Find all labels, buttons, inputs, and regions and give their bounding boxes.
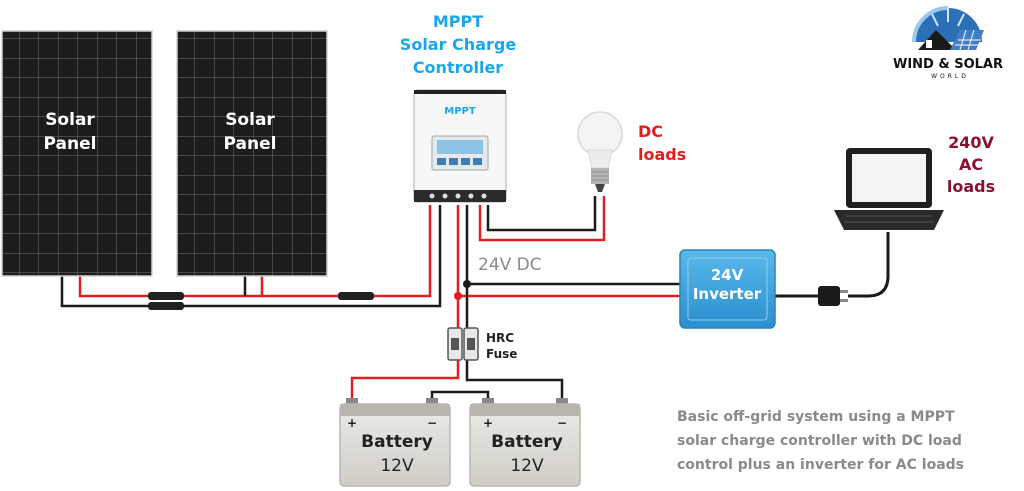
battery-2-minus: − bbox=[557, 416, 567, 430]
fuse-line1: HRC bbox=[486, 331, 514, 345]
solar-panel-1-label-line2: Panel bbox=[44, 134, 97, 154]
caption-line2: solar charge controller with DC load bbox=[677, 433, 962, 449]
battery-1-voltage: 12V bbox=[380, 456, 414, 476]
solar-panel-1-label-line1: Solar bbox=[45, 110, 95, 130]
battery-2: + − Battery 12V bbox=[469, 398, 581, 487]
ac-loads-line2: AC bbox=[959, 155, 983, 174]
laptop-icon bbox=[834, 148, 944, 230]
battery-1-plus: + bbox=[347, 416, 357, 430]
caption-line1: Basic off-grid system using a MPPT bbox=[677, 409, 955, 425]
plug-icon bbox=[818, 286, 848, 306]
logo-line2: WORLD bbox=[931, 73, 969, 80]
caption-line3: control plus an inverter for AC loads bbox=[677, 457, 964, 473]
mppt-title-line1: MPPT bbox=[433, 12, 483, 31]
logo-line1: WIND & SOLAR bbox=[893, 57, 1003, 72]
inverter: 24V Inverter bbox=[679, 249, 776, 329]
controller-screen bbox=[437, 140, 483, 154]
battery-2-label: Battery bbox=[491, 432, 563, 452]
solar-panel-1: Solar Panel bbox=[1, 30, 153, 277]
mc4-connectors bbox=[148, 292, 374, 310]
fuse-line2: Fuse bbox=[486, 347, 517, 361]
caption: Basic off-grid system using a MPPT solar… bbox=[677, 409, 964, 473]
battery-1-label: Battery bbox=[361, 432, 433, 452]
battery-1-minus: − bbox=[427, 416, 437, 430]
solar-panel-2: Solar Panel bbox=[176, 30, 328, 277]
sun-house-logo-icon bbox=[912, 6, 984, 51]
mppt-title: MPPT Solar Charge Controller bbox=[400, 12, 517, 77]
controller-device-label: MPPT bbox=[444, 106, 476, 117]
battery-2-voltage: 12V bbox=[510, 456, 544, 476]
solar-panel-2-label-line1: Solar bbox=[225, 110, 275, 130]
ac-loads-line1: 240V bbox=[948, 133, 994, 152]
solar-panel-2-label-line2: Panel bbox=[224, 134, 277, 154]
dc-loads-line1: DC bbox=[638, 122, 663, 141]
ac-loads-line3: loads bbox=[947, 177, 995, 196]
mppt-title-line3: Controller bbox=[413, 58, 503, 77]
battery-2-plus: + bbox=[483, 416, 493, 430]
inverter-line2: Inverter bbox=[693, 285, 762, 303]
logo: WIND & SOLAR WORLD bbox=[893, 6, 1003, 80]
wiring bbox=[60, 196, 890, 404]
dc-loads-line2: loads bbox=[638, 145, 686, 164]
mppt-controller: MPPT bbox=[413, 89, 507, 203]
battery-1: + − Battery 12V bbox=[339, 398, 451, 487]
bulb-icon bbox=[577, 111, 623, 192]
mppt-title-line2: Solar Charge bbox=[400, 35, 517, 54]
inverter-line1: 24V bbox=[711, 266, 744, 284]
hrc-fuse bbox=[447, 327, 479, 361]
dc-bus-label: 24V DC bbox=[478, 255, 542, 275]
